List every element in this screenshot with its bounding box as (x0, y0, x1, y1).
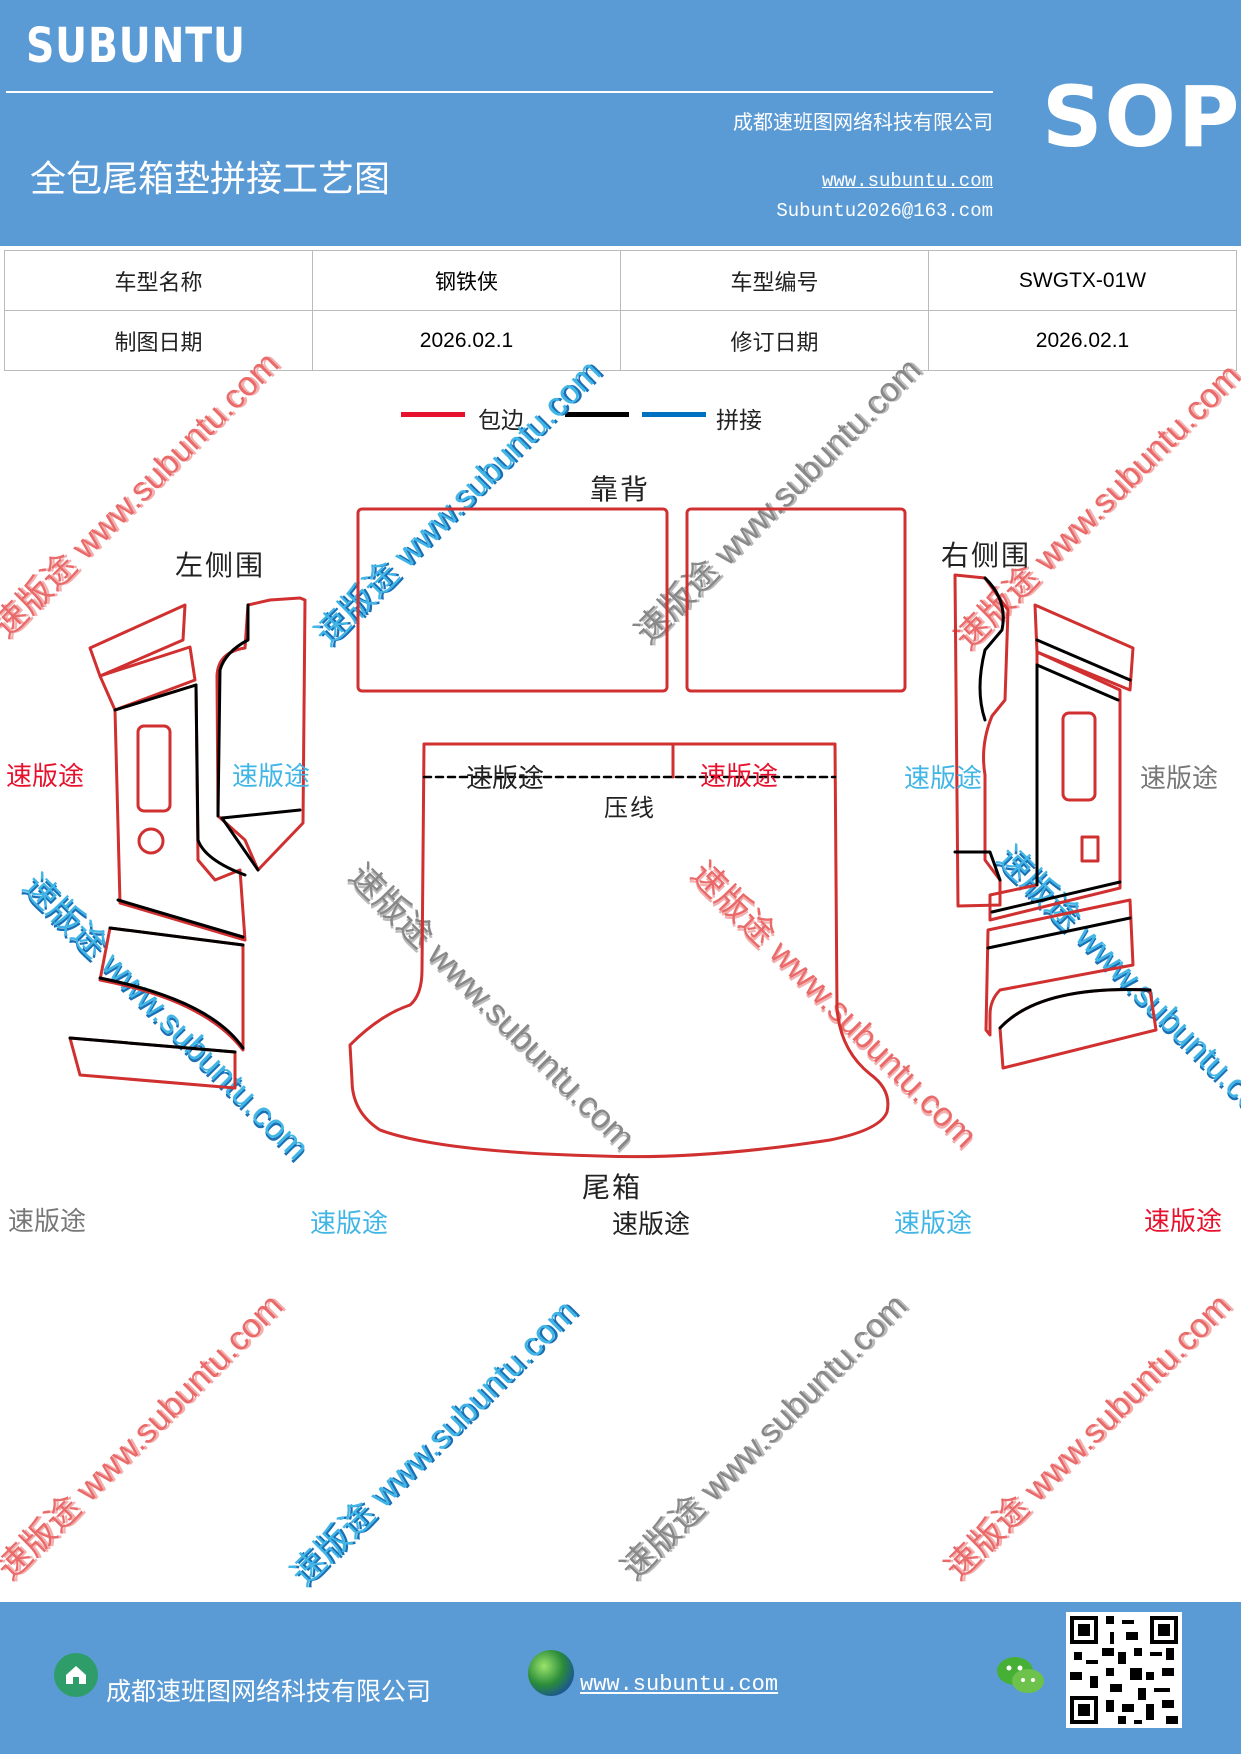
legend-swatch-black (565, 412, 629, 417)
footer-company: 成都速班图网络科技有限公司 (106, 1677, 432, 1706)
table-cell: 制图日期 (4, 310, 313, 371)
table-cell: 修订日期 (620, 310, 929, 371)
table-cell: SWGTX-01W (928, 250, 1237, 311)
qr-code (1066, 1612, 1182, 1728)
legend-swatch-blue (642, 412, 706, 417)
header-banner: SUBUNTU 成都速班图网络科技有限公司 全包尾箱垫拼接工艺图 www.sub… (0, 0, 1241, 246)
label-press-line: 压线 (604, 794, 656, 822)
globe-icon (528, 1650, 574, 1696)
watermark-text: 速版途 (6, 762, 85, 792)
info-table: 车型名称 钢铁侠 车型编号 SWGTX-01W 制图日期 2026.02.1 修… (4, 250, 1237, 371)
header-divider (6, 91, 993, 93)
backrest-right-panel (685, 507, 907, 693)
watermark-text: 速版途 (1144, 1207, 1223, 1237)
watermark-text: 速版途 (232, 762, 311, 792)
table-cell: 2026.02.1 (312, 310, 621, 371)
label-left-side: 左侧围 (175, 549, 266, 582)
right-side-panels (953, 573, 1158, 1070)
table-cell: 2026.02.1 (928, 310, 1237, 371)
table-cell: 钢铁侠 (312, 250, 621, 311)
legend-label: 拼接 (716, 408, 762, 434)
table-row: 车型名称 钢铁侠 车型编号 SWGTX-01W (4, 250, 1237, 311)
table-row: 制图日期 2026.02.1 修订日期 2026.02.1 (4, 310, 1237, 371)
home-icon (54, 1653, 98, 1697)
header-email: Subuntu2026@163.com (776, 200, 993, 222)
watermark-text: 速版途 (310, 1209, 389, 1239)
watermark-text: 速版途 (894, 1209, 973, 1239)
trunk-floor-panel (348, 742, 890, 1159)
backrest-left-panel (356, 507, 669, 693)
table-cell: 车型名称 (4, 250, 313, 311)
watermark-text: 速版途 (466, 764, 545, 794)
watermark-text: 速版途 (612, 1210, 691, 1240)
watermark-text: 速版途 (700, 762, 779, 792)
label-right-side: 右侧围 (941, 539, 1032, 572)
watermark-text: 速版途 (904, 764, 983, 794)
legend: 包边 拼接 (0, 398, 1241, 438)
brand-logo: SUBUNTU (26, 18, 246, 74)
legend-swatch-red (401, 412, 465, 417)
wechat-icon[interactable] (995, 1654, 1047, 1698)
label-trunk: 尾箱 (582, 1171, 643, 1204)
header-url-link[interactable]: www.subuntu.com (821, 170, 993, 192)
footer-banner: 成都速班图网络科技有限公司 www.subuntu.com (0, 1602, 1241, 1754)
legend-label: 包边 (478, 408, 524, 434)
watermark-text: 速版途 (1140, 764, 1219, 794)
header-company: 成都速班图网络科技有限公司 (733, 110, 993, 134)
left-side-panels (68, 596, 307, 1090)
watermark-text: 速版途 (8, 1207, 87, 1237)
page-title: 全包尾箱垫拼接工艺图 (30, 159, 391, 200)
label-backrest: 靠背 (590, 473, 651, 506)
sop-label: SOP (1042, 68, 1241, 166)
table-cell: 车型编号 (620, 250, 929, 311)
footer-url-link[interactable]: www.subuntu.com (580, 1672, 779, 1697)
